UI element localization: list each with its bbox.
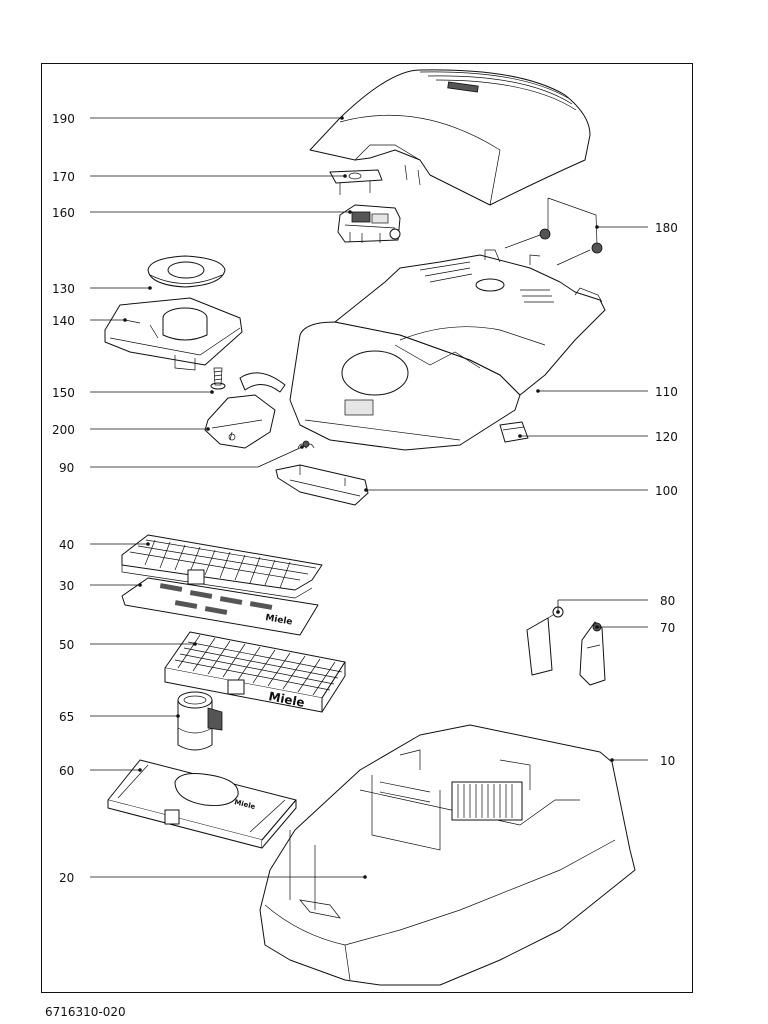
- label-130: 130: [52, 282, 75, 296]
- part-10-base-housing: [259, 724, 636, 986]
- label-140: 140: [52, 314, 75, 328]
- filter-mat-brand-text: Miele: [264, 613, 293, 628]
- part-65-cylinder: [177, 691, 223, 751]
- label-60: 60: [59, 764, 74, 778]
- label-120: 120: [655, 430, 678, 444]
- label-40: 40: [59, 538, 74, 552]
- part-110-main-housing: [289, 249, 606, 451]
- label-70: 70: [660, 621, 675, 635]
- hepa-filter-brand-text: Miele: [267, 689, 305, 710]
- label-80: 80: [660, 594, 675, 608]
- label-90: 90: [59, 461, 74, 475]
- drawing-frame: [41, 63, 693, 993]
- part-90-spring: [297, 440, 315, 449]
- part-30-filter-mat: Miele: [121, 577, 319, 636]
- label-200: 200: [52, 423, 75, 437]
- part-180-springs: [504, 197, 603, 266]
- label-65: 65: [59, 710, 74, 724]
- part-70-release-button: [579, 621, 606, 686]
- part-190-top-lid: [309, 69, 591, 206]
- part-200-cover-clip: [204, 372, 286, 449]
- part-140-adapter-frame: [104, 297, 243, 371]
- part-150-screw: [210, 367, 226, 390]
- part-120-flap: [499, 421, 529, 443]
- leader-lines: [90, 116, 648, 879]
- part-170-plate: [329, 169, 383, 195]
- label-160: 160: [52, 206, 75, 220]
- label-10: 10: [660, 754, 675, 768]
- label-110: 110: [655, 385, 678, 399]
- part-60-exhaust-cover: Miele: [107, 759, 297, 849]
- part-100-handle: [275, 464, 369, 506]
- part-number-labels: 190 170 160 130 140 150 200 90 40 30 50 …: [52, 112, 678, 885]
- label-150: 150: [52, 386, 75, 400]
- label-30: 30: [59, 579, 74, 593]
- part-80-latch: [526, 606, 564, 676]
- label-190: 190: [52, 112, 75, 126]
- label-180: 180: [655, 221, 678, 235]
- label-50: 50: [59, 638, 74, 652]
- part-160-switch-assembly: [337, 204, 401, 243]
- label-20: 20: [59, 871, 74, 885]
- part-130-ring-seal: [147, 255, 226, 288]
- document-id: 6716310-020: [45, 1005, 126, 1019]
- part-50-hepa-filter: Miele: [164, 631, 346, 713]
- part-40-filter-grille: [121, 534, 323, 599]
- label-170: 170: [52, 170, 75, 184]
- label-100: 100: [655, 484, 678, 498]
